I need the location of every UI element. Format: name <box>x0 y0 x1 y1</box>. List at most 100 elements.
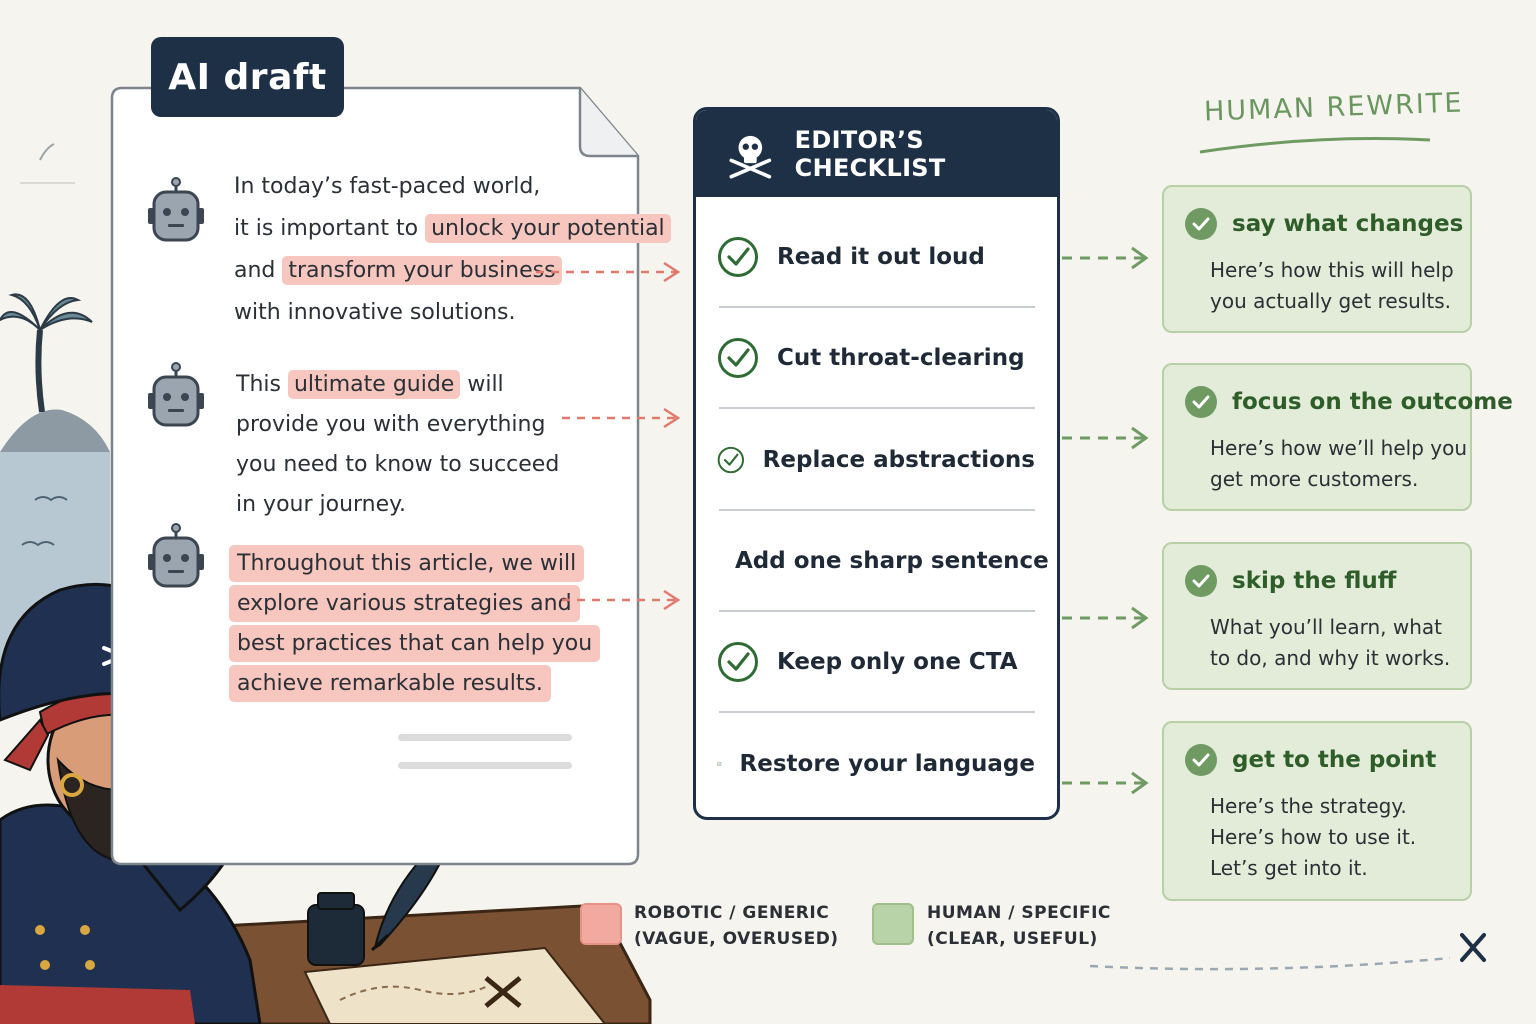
rewrite-card-header: say what changes <box>1184 207 1463 241</box>
draft-text: it is important to <box>234 216 426 241</box>
robotic-phrase-highlight: ultimate guide <box>287 370 461 399</box>
draft-paragraph-2: This ultimate guide will provide you wit… <box>236 365 559 525</box>
check-circle-icon <box>1185 208 1217 240</box>
rewrite-line: you actually get results. <box>1210 289 1451 313</box>
rewrite-card-title: get to the point <box>1232 747 1437 773</box>
rewrite-card-title: focus on the outcome <box>1232 389 1513 415</box>
legend-label: HUMAN / SPECIFIC <box>927 903 1111 923</box>
checklist-header: EDITOR’S CHECKLIST <box>696 110 1057 197</box>
checklist-item-label: Replace abstractions <box>762 446 1035 473</box>
legend-robotic: ROBOTIC / GENERIC (VAGUE, OVERUSED) <box>634 900 839 952</box>
green-dashed-arrow <box>1062 606 1149 630</box>
robot-icon <box>148 177 204 242</box>
checklist-divider <box>719 711 1035 713</box>
draft-text: This <box>236 372 288 397</box>
checklist-item: Keep only one CTA <box>717 611 1035 712</box>
rewrite-card-body: Here’s how we’ll help you get more custom… <box>1210 433 1467 495</box>
check-circle-icon <box>718 236 758 277</box>
rewrite-card-header: get to the point <box>1184 743 1436 777</box>
check-circle-icon <box>1185 565 1217 597</box>
island-shape <box>0 409 110 452</box>
draft-line: you need to know to succeed <box>236 452 560 477</box>
green-dashed-arrow <box>1062 771 1149 795</box>
rewrite-line: Here’s how to use it. <box>1210 825 1417 849</box>
skull-crossbones-icon <box>729 135 772 179</box>
checklist-item: Restore your language <box>717 713 1035 814</box>
ai-draft-tab-label: AI draft <box>168 56 327 98</box>
robotic-phrase-highlight: transform your business <box>282 256 562 285</box>
checklist-divider <box>719 306 1035 308</box>
rewrite-card-header: skip the fluff <box>1184 564 1396 598</box>
red-dashed-arrow <box>536 261 681 283</box>
rewrite-line: to do, and why it works. <box>1210 646 1451 670</box>
rewrite-line: What you’ll learn, what <box>1210 615 1442 639</box>
rewrite-line: Here’s how this will help <box>1210 258 1454 282</box>
rewrite-line: get more customers. <box>1210 467 1419 491</box>
dashed-path <box>1089 956 1451 971</box>
checklist-item: Replace abstractions <box>717 409 1035 510</box>
title-underline <box>1199 137 1431 154</box>
legend-sublabel: (VAGUE, OVERUSED) <box>634 929 839 949</box>
map-x-icon <box>484 976 522 1008</box>
checklist-item-label: Add one sharp sentence <box>735 547 1049 574</box>
check-circle-icon <box>717 761 722 766</box>
draft-text: will <box>460 372 504 397</box>
draft-line: it is important to unlock your potential <box>234 208 671 250</box>
palm-tree-icon <box>0 293 93 331</box>
checklist-item-label: Keep only one CTA <box>777 648 1018 675</box>
checklist-title: EDITOR’S CHECKLIST <box>794 125 946 182</box>
green-dashed-arrow <box>1062 426 1149 450</box>
x-mark-icon <box>1460 933 1486 962</box>
red-dashed-arrow <box>562 589 681 611</box>
legend-human: HUMAN / SPECIFIC (CLEAR, USEFUL) <box>927 900 1111 952</box>
robotic-phrase-highlight: Throughout this article, we will <box>229 545 585 582</box>
legend-sublabel: (CLEAR, USEFUL) <box>927 929 1098 949</box>
rewrite-line: Here’s how we’ll help you <box>1210 436 1468 460</box>
placeholder-text-line <box>398 734 572 741</box>
checklist-divider <box>719 610 1035 612</box>
rewrite-card-title: skip the fluff <box>1232 568 1397 594</box>
draft-text: and <box>234 258 283 283</box>
check-circle-icon <box>717 446 745 473</box>
draft-line: with innovative solutions. <box>234 300 516 325</box>
checklist-item-label: Restore your language <box>739 750 1035 777</box>
rewrite-card-body: What you’ll learn, what to do, and why it… <box>1210 612 1450 674</box>
checklist-item: Read it out loud <box>717 206 1035 307</box>
rewrite-card-title: say what changes <box>1232 211 1464 237</box>
robotic-phrase-highlight: achieve remarkable results. <box>229 665 551 702</box>
robotic-phrase-highlight: best practices that can help you <box>229 625 601 662</box>
rewrite-card-body: Here’s how this will help you actually ge… <box>1210 255 1454 317</box>
rewrite-card-header: focus on the outcome <box>1184 385 1513 419</box>
red-dashed-arrow <box>562 407 681 429</box>
editors-checklist: EDITOR’S CHECKLIST <box>693 107 1060 820</box>
draft-line: and transform your business <box>234 250 671 292</box>
legend-swatch-robotic <box>580 903 622 945</box>
ai-draft-tab: AI draft <box>151 37 344 117</box>
draft-line: In today’s fast-paced world, <box>234 174 541 199</box>
draft-line: provide you with everything <box>236 412 546 437</box>
checklist-item-label: Read it out loud <box>777 243 985 270</box>
check-circle-icon <box>718 641 758 682</box>
draft-paragraph-3: Throughout this article, we will explore… <box>229 545 601 705</box>
robotic-phrase-highlight: explore various strategies and <box>229 585 580 622</box>
checklist-item-label: Cut throat-clearing <box>777 344 1025 371</box>
check-circle-icon <box>1185 386 1217 418</box>
robot-icon <box>148 362 204 427</box>
robot-icon <box>148 523 204 588</box>
robotic-phrase-highlight: unlock your potential <box>425 214 671 243</box>
checklist-item: Cut throat-clearing <box>717 307 1035 408</box>
draft-line: in your journey. <box>236 492 407 517</box>
checklist-divider <box>719 509 1035 511</box>
legend-swatch-human <box>872 903 914 945</box>
legend-label: ROBOTIC / GENERIC <box>634 903 830 923</box>
placeholder-text-line <box>398 762 572 769</box>
checklist-divider <box>719 407 1035 409</box>
check-circle-icon <box>1185 744 1217 776</box>
treasure-map <box>303 946 607 1024</box>
checklist-item: Add one sharp sentence <box>717 510 1049 611</box>
